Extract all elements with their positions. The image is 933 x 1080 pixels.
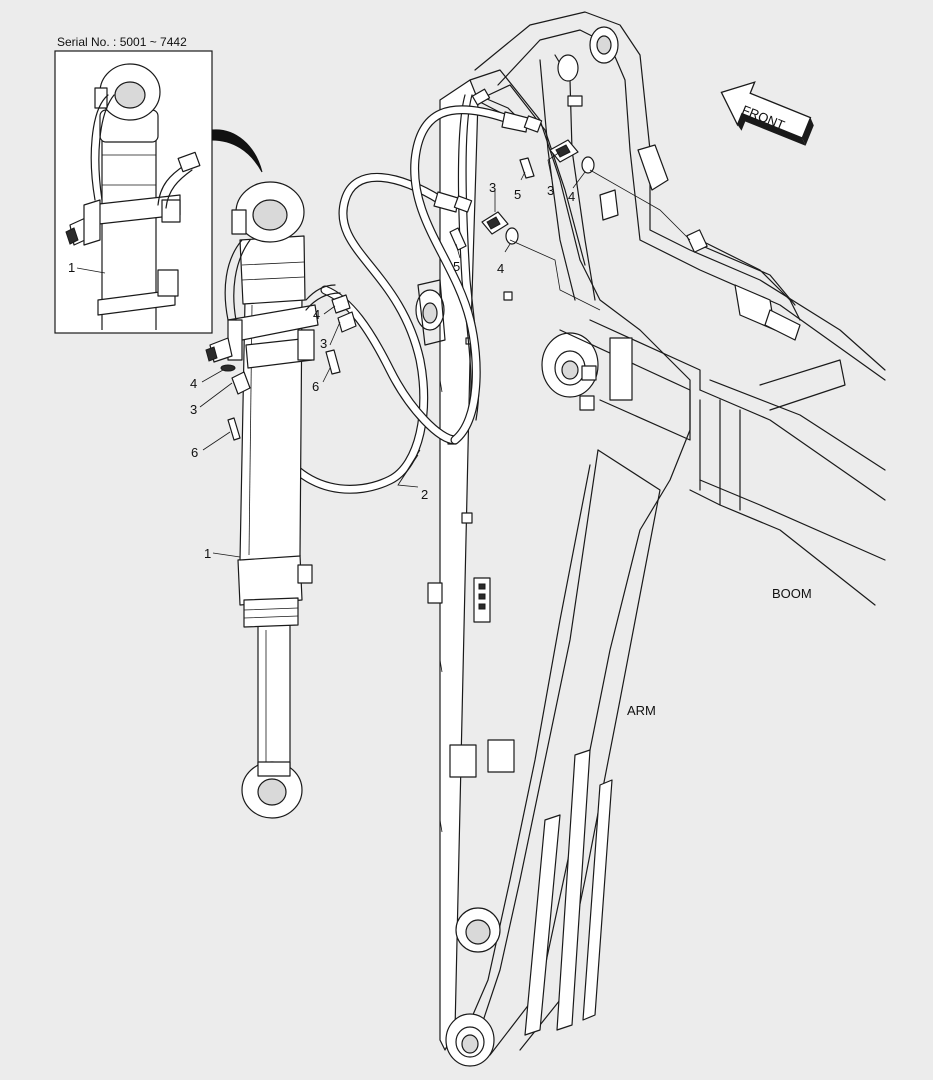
hose-assembly	[250, 105, 543, 494]
callout-left-6a: 6	[312, 379, 320, 394]
callout-top-3b: 3	[547, 183, 555, 198]
callout-top-5b: 5	[453, 259, 461, 274]
boom-structure	[474, 11, 886, 606]
fittings-top	[449, 139, 691, 311]
callout-top-4a: 4	[497, 261, 505, 276]
serial-number-label: Serial No. : 5001 ~ 7442	[57, 35, 187, 49]
arrow-left-icon	[720, 81, 814, 146]
main-cylinder	[205, 181, 357, 819]
callout-top-5a: 5	[514, 187, 522, 202]
leader-lines	[76, 151, 586, 558]
callout-hose-2: 2	[421, 487, 429, 502]
serial-inset	[54, 50, 213, 334]
callout-top-3a: 3	[489, 180, 497, 195]
callout-mid-4: 4	[313, 307, 321, 322]
callout-left-3: 3	[190, 402, 198, 417]
callout-cylinder-1: 1	[204, 546, 212, 561]
callout-inset-1: 1	[68, 260, 76, 275]
boom-label: BOOM	[772, 586, 812, 601]
callout-mid-3: 3	[320, 336, 328, 351]
callout-left-4: 4	[190, 376, 198, 391]
callout-left-6b: 6	[191, 445, 199, 460]
arm-label: ARM	[627, 703, 656, 718]
callout-top-4b: 4	[568, 189, 576, 204]
